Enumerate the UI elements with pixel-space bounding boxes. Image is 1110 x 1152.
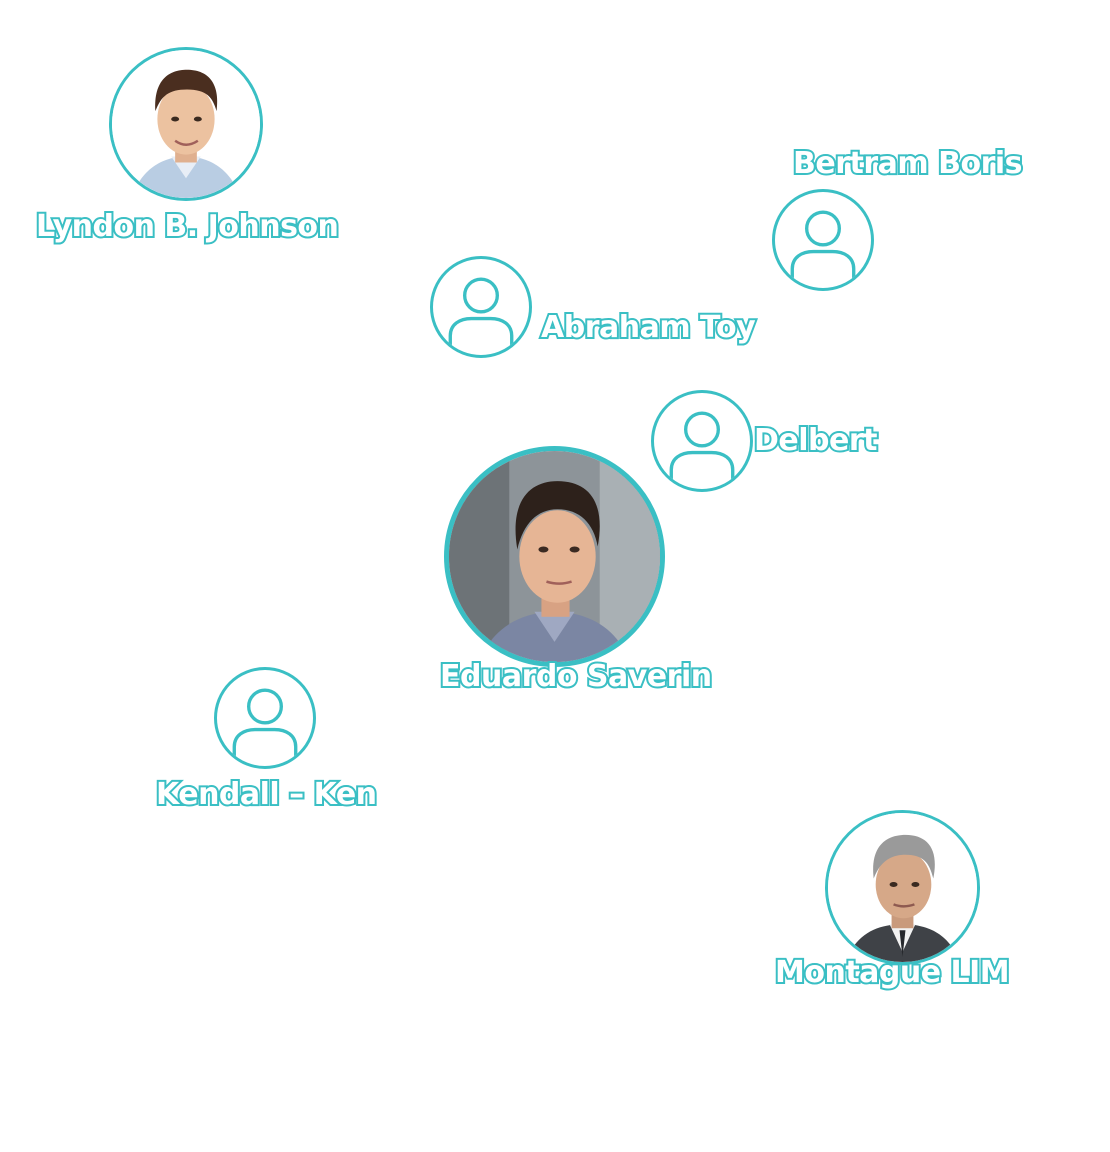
kendall-avatar[interactable] [214, 667, 316, 769]
kendall-name-label: Kendall – Ken [154, 777, 379, 812]
abraham-avatar[interactable] [430, 256, 532, 358]
portrait-photo-icon [449, 451, 660, 662]
person-icon [669, 411, 735, 485]
eduardo-name-label: Eduardo Saverin [438, 659, 714, 694]
lyndon-avatar[interactable] [109, 47, 263, 201]
abraham-name-label: Abraham Toy [539, 310, 758, 345]
montague-name-label: Montague LIM [773, 955, 1012, 990]
person-icon [448, 277, 514, 351]
delbert-name-label: Delbert [752, 423, 880, 458]
bertram-name-label: Bertram Boris [791, 146, 1025, 181]
portrait-photo-icon [112, 50, 260, 198]
portrait-photo-icon [828, 813, 977, 962]
lyndon-name-label: Lyndon B. Johnson [34, 209, 341, 244]
person-icon [790, 210, 856, 284]
delbert-avatar[interactable] [651, 390, 753, 492]
eduardo-avatar[interactable] [444, 446, 665, 667]
montague-avatar[interactable] [825, 810, 980, 965]
person-icon [232, 688, 298, 762]
bertram-avatar[interactable] [772, 189, 874, 291]
